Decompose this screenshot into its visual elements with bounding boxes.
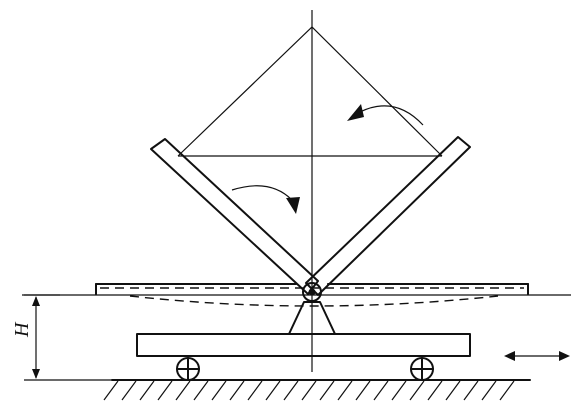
ground-hatch-line: [139, 380, 155, 401]
ground-hatch-line: [355, 380, 371, 401]
double-arrow-icon: [504, 351, 570, 361]
height-label: H: [11, 321, 33, 338]
carriage: [136, 333, 471, 357]
ground-hatch-line: [481, 380, 497, 401]
ground-hatch-line: [247, 380, 263, 401]
ground: [103, 379, 531, 401]
ground-hatch-line: [391, 380, 407, 401]
ground-hatch-line: [301, 380, 317, 401]
trajectory-lines: [177, 26, 443, 157]
ground-hatch-line: [499, 380, 515, 401]
ground-hatch-line: [283, 380, 299, 401]
ground-hatch-line: [463, 380, 479, 401]
curved-arrow-right-icon: [347, 104, 424, 126]
ground-hatch-line: [175, 380, 191, 401]
ground-hatch-line: [319, 380, 335, 401]
ground-hatch-line: [193, 380, 209, 401]
deflection-curve: [129, 295, 499, 307]
plate-upper: [95, 283, 529, 295]
left-arm: [150, 138, 319, 295]
ground-hatch-line: [211, 380, 227, 401]
curved-arrow-left-icon: [231, 185, 300, 214]
ground-hatch-line: [229, 380, 245, 401]
ground-hatch-line: [445, 380, 461, 401]
ground-hatch-line: [157, 380, 173, 401]
ground-hatch-line: [373, 380, 389, 401]
ground-hatch-line: [409, 380, 425, 401]
ground-hatch-line: [337, 380, 353, 401]
ground-hatch-line: [265, 380, 281, 401]
height-dimension: [24, 294, 112, 381]
wheel-left: [176, 357, 200, 381]
ground-hatch-line: [427, 380, 443, 401]
ground-hatch-line: [103, 380, 119, 401]
wheel-right: [410, 357, 434, 381]
ground-hatch-line: [121, 380, 137, 401]
right-arm: [305, 136, 471, 296]
